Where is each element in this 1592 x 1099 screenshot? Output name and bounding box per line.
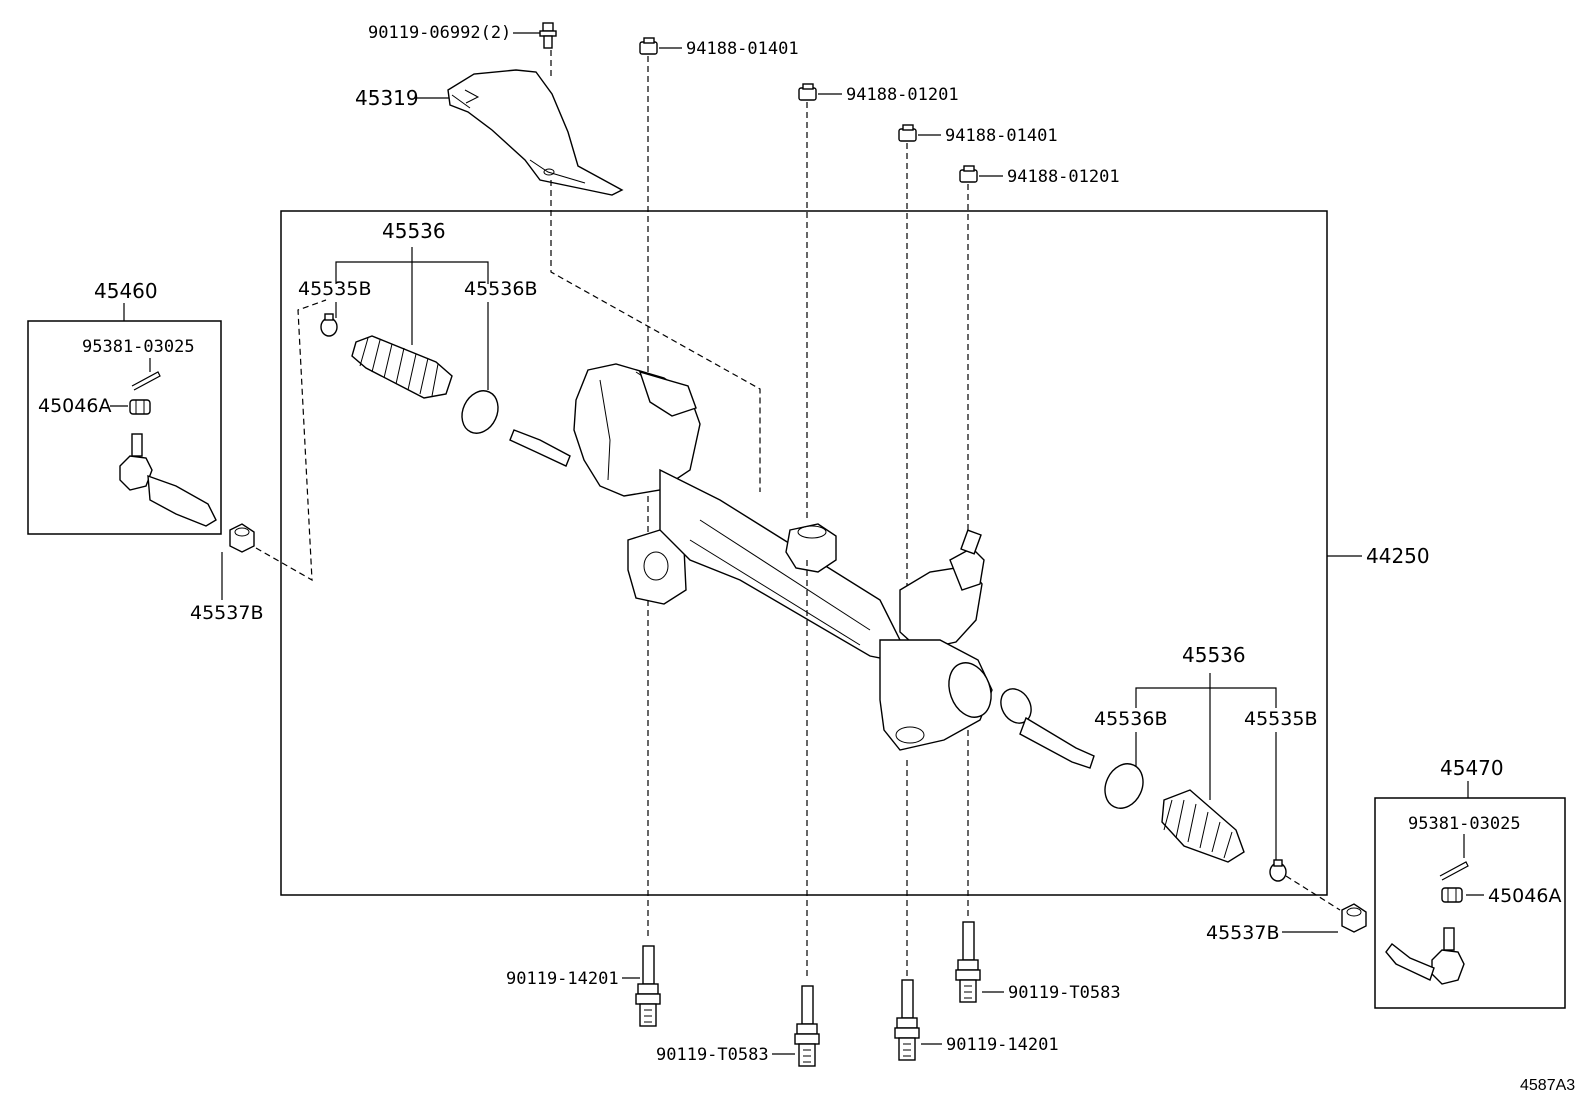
shield-45319-icon	[447, 69, 624, 196]
nut-45046A-left-icon	[129, 399, 151, 415]
steering-rack-gear-icon	[573, 363, 993, 751]
label-45537B-left[interactable]: 45537B	[190, 602, 263, 624]
bushing-45537B-left-icon	[229, 523, 255, 553]
label-45460[interactable]: 45460	[94, 279, 158, 303]
bolt-90119-T0583-b-icon	[955, 921, 981, 1003]
label-90119-06992[interactable]: 90119-06992(2)	[368, 23, 511, 43]
label-45537B-right[interactable]: 45537B	[1206, 922, 1279, 944]
gear-assembly-box	[280, 210, 1328, 896]
label-95381-03025-left[interactable]: 95381-03025	[82, 337, 195, 357]
label-94188-01401-a[interactable]: 94188-01401	[686, 39, 799, 59]
right-tie-rod-end-box	[1374, 797, 1566, 1009]
label-94188-01201-b[interactable]: 94188-01201	[1007, 167, 1120, 187]
label-45536-right[interactable]: 45536	[1182, 643, 1246, 667]
reference-code: 4587A3	[1520, 1077, 1575, 1094]
nut-94188-01401-a-icon	[639, 37, 658, 55]
label-94188-01401-b[interactable]: 94188-01401	[945, 126, 1058, 146]
label-45536B-left[interactable]: 45536B	[464, 278, 537, 300]
label-44250[interactable]: 44250	[1366, 544, 1430, 568]
boot-45536-left-icon	[351, 335, 453, 399]
cotter-pin-right-icon	[1439, 861, 1469, 881]
inner-tie-rod-left-icon	[509, 429, 571, 467]
nut-94188-01401-b-icon	[898, 124, 917, 142]
nut-94188-01201-b-icon	[959, 165, 978, 183]
nut-45046A-right-icon	[1441, 887, 1463, 903]
label-45535B-left[interactable]: 45535B	[298, 278, 371, 300]
bolt-90119-14201-b-icon	[894, 979, 920, 1061]
label-90119-14201-b[interactable]: 90119-14201	[946, 1035, 1059, 1055]
label-45046A-left[interactable]: 45046A	[38, 395, 111, 417]
bolt-90119-06992-icon	[539, 22, 557, 49]
nut-94188-01201-a-icon	[798, 83, 817, 101]
tie-rod-end-left-icon	[119, 433, 217, 527]
bolt-90119-T0583-a-icon	[794, 985, 820, 1067]
label-90119-T0583-b[interactable]: 90119-T0583	[1008, 983, 1121, 1003]
boot-45536-right-icon	[1161, 789, 1245, 863]
band-45536B-right-icon	[1104, 763, 1144, 809]
label-90119-14201-a[interactable]: 90119-14201	[506, 969, 619, 989]
bushing-45537B-right-icon	[1341, 903, 1367, 933]
label-45535B-right[interactable]: 45535B	[1244, 708, 1317, 730]
label-45046A-right[interactable]: 45046A	[1488, 885, 1561, 907]
label-95381-03025-right[interactable]: 95381-03025	[1408, 814, 1521, 834]
clamp-45535B-left-icon	[320, 313, 338, 337]
band-45536B-left-icon	[461, 390, 499, 434]
bolt-90119-14201-a-icon	[635, 945, 661, 1027]
label-90119-T0583-a[interactable]: 90119-T0583	[656, 1045, 769, 1065]
clamp-45535B-right-icon	[1269, 859, 1287, 882]
label-94188-01201-a[interactable]: 94188-01201	[846, 85, 959, 105]
inner-tie-rod-right-icon	[1000, 688, 1095, 769]
label-45470[interactable]: 45470	[1440, 756, 1504, 780]
label-45536B-right[interactable]: 45536B	[1094, 708, 1167, 730]
label-45319[interactable]: 45319	[355, 86, 419, 110]
label-45536-left[interactable]: 45536	[382, 219, 446, 243]
tie-rod-end-right-icon	[1385, 927, 1465, 985]
cotter-pin-left-icon	[131, 371, 161, 391]
